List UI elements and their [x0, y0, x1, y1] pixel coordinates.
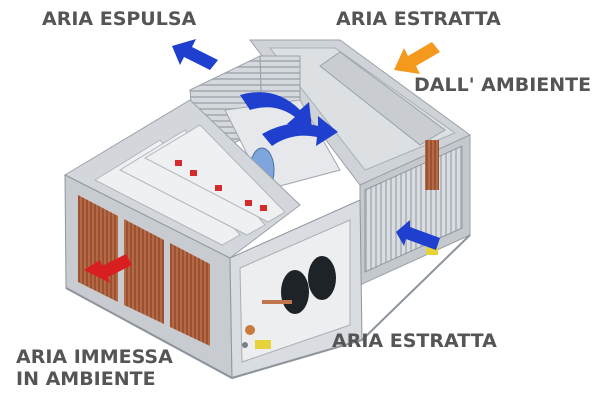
arrow-left-red-icon [84, 254, 132, 283]
control-red-4 [245, 200, 252, 206]
label-dall-ambiente: DALL' AMBIENTE [414, 74, 592, 96]
copper-coil-3 [170, 243, 210, 346]
yellow-foot-2 [426, 247, 438, 255]
control-red-2 [190, 170, 197, 176]
copper-coil-2 [124, 219, 164, 324]
slot-3 [143, 124, 286, 223]
pipe-copper [262, 300, 292, 304]
arrow-left-icon [396, 220, 440, 250]
curved-arrow-icon [240, 92, 312, 128]
control-red-5 [260, 205, 267, 211]
label-aria-estratta-bottom: ARIA ESTRATTA [332, 330, 497, 352]
arrow-up-left-icon [172, 39, 218, 70]
curved-arrow-icon-2 [262, 116, 338, 146]
label-aria-immessa-line2: IN AMBIENTE [16, 368, 156, 390]
yellow-foot-1 [255, 340, 271, 349]
label-aria-immessa: ARIA IMMESSA IN AMBIENTE [16, 346, 173, 390]
label-aria-estratta-top: ARIA ESTRATTA [336, 8, 501, 30]
right-top-deck [319, 51, 446, 146]
control-red-3 [215, 185, 222, 191]
label-aria-immessa-line1: ARIA IMMESSA [16, 346, 173, 368]
arrow-down-left-icon [394, 42, 440, 74]
compressor-1 [281, 270, 309, 314]
compressor-2 [308, 256, 336, 300]
control-red-1 [175, 160, 182, 166]
label-aria-espulsa: ARIA ESPULSA [42, 8, 197, 30]
frame-edge [65, 234, 471, 380]
copper-coil-right [425, 140, 439, 190]
service-port-small [242, 342, 248, 348]
service-port [245, 325, 255, 335]
